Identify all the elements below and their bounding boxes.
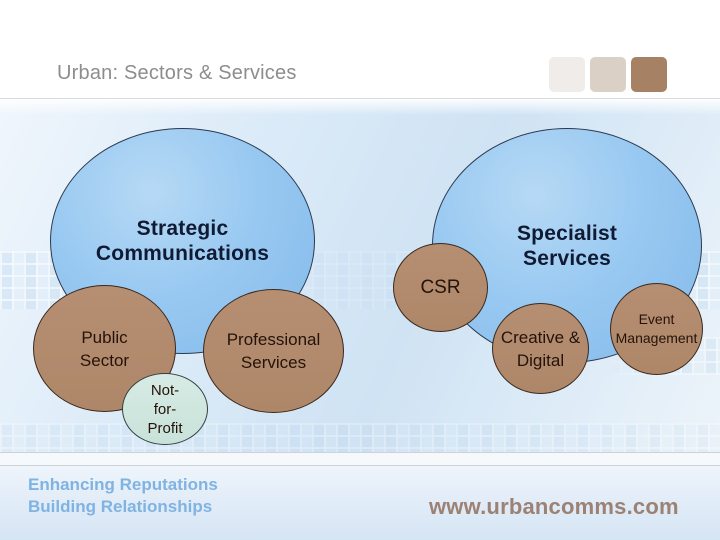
tagline-line-2: Building Relationships	[28, 497, 213, 516]
bubble-not-for-profit: Not- for- Profit	[122, 373, 208, 445]
palette-square-tan	[590, 57, 626, 92]
bubble-label: Event Management	[616, 310, 698, 348]
tagline: Enhancing Reputations Building Relations…	[28, 474, 218, 518]
bubble-label: Professional Services	[227, 328, 321, 374]
footer-divider-band	[0, 452, 720, 466]
bubble-label: Creative & Digital	[501, 326, 580, 372]
bubble-event-management: Event Management	[610, 283, 703, 375]
bubble-label: Specialist Services	[517, 221, 617, 271]
bubble-label-line: Creative &	[500, 327, 581, 347]
bubble-label-line: Digital	[516, 350, 565, 370]
bubble-label-line: Public	[81, 327, 128, 347]
page-title: Urban: Sectors & Services	[57, 62, 297, 84]
bubble-label-line: Event	[638, 311, 675, 327]
footer-body	[0, 466, 720, 540]
bubble-label-line: Services	[240, 353, 307, 372]
slide-header: Urban: Sectors & Services	[0, 0, 720, 99]
bubble-label-line: Communications	[95, 242, 270, 265]
bubble-label-line: Management	[615, 330, 698, 346]
bubble-label: Public Sector	[80, 326, 129, 372]
bubble-label-line: Sector	[79, 350, 130, 370]
background-texture-bottom	[0, 423, 720, 452]
bubble-label-line: Services	[522, 246, 611, 270]
palette-square-light	[549, 57, 585, 92]
bubble-label: Strategic Communications	[96, 216, 269, 266]
bubble-label-line: CSR	[420, 276, 461, 298]
slide-footer: Enhancing Reputations Building Relations…	[0, 452, 720, 540]
bubble-label: Not- for- Profit	[147, 381, 182, 438]
tagline-line-1: Enhancing Reputations	[28, 475, 218, 494]
palette-square-brown	[631, 57, 667, 92]
bubble-creative-digital: Creative & Digital	[492, 303, 589, 394]
bubble-csr: CSR	[393, 243, 488, 332]
bubble-label: CSR	[420, 277, 460, 299]
website-url: www.urbancomms.com	[429, 494, 679, 519]
bubble-label-line: for-	[153, 400, 177, 418]
bubble-professional-services: Professional Services	[203, 289, 344, 413]
diagram-area: Strategic Communications Specialist Serv…	[0, 99, 720, 452]
bubble-label-line: Strategic	[136, 217, 229, 240]
bubble-label-line: Profit	[147, 419, 183, 437]
palette-squares	[549, 57, 667, 92]
bubble-label-line: Professional	[226, 330, 321, 349]
bubble-label-line: Not-	[150, 381, 180, 399]
bubble-label-line: Specialist	[516, 221, 618, 245]
